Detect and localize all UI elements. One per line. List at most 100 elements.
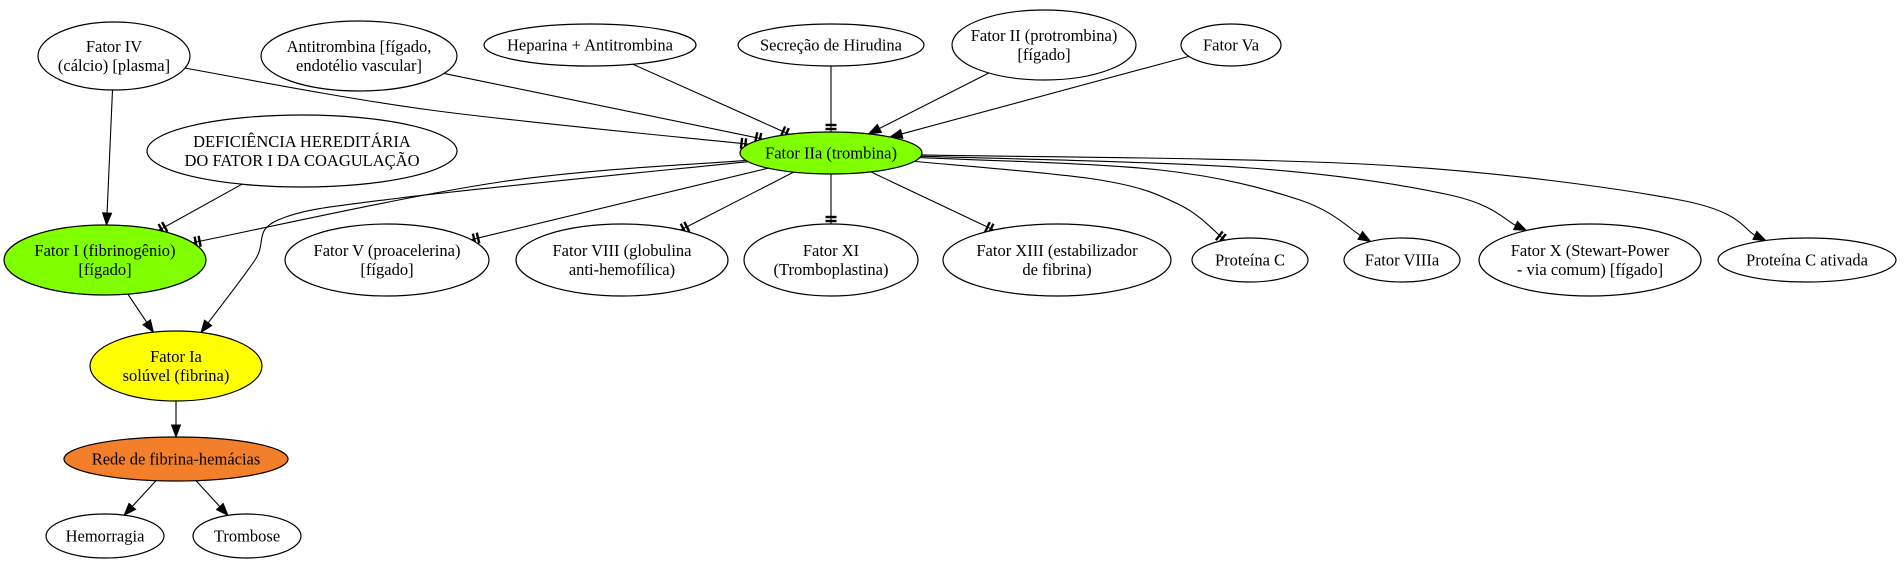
node-label: Fator XIII (estabilizador	[976, 241, 1138, 260]
edge-fatorIIa-to-fatorXI	[825, 174, 837, 224]
edge-fatorIIa-to-fatorXIII	[870, 171, 995, 235]
node-label: Proteína C	[1215, 251, 1285, 270]
node-ellipse	[89, 330, 263, 402]
node-ellipse	[743, 223, 919, 297]
arrowhead-icon	[1357, 230, 1372, 243]
node-label: Fator IV	[86, 37, 142, 56]
edge-hirudina-to-fatorIIa	[825, 66, 837, 132]
arrowhead-icon	[142, 318, 155, 334]
node-label: Fator I (fibrinogênio)	[34, 241, 175, 260]
node-proteinaC: Proteína C	[1191, 237, 1309, 283]
node-ellipse	[942, 223, 1172, 297]
node-ellipse	[951, 9, 1137, 81]
edge-line	[632, 63, 790, 135]
inhibition-tee-icon	[683, 221, 691, 233]
node-label: Heparina + Antitrombina	[507, 36, 674, 55]
arrowhead-icon	[170, 424, 182, 439]
node-fatorI: Fator I (fibrinogênio)[fígado]	[3, 224, 207, 296]
node-label: Fator IIa (trombina)	[765, 144, 897, 163]
edge-rede-to-trombose	[195, 480, 229, 517]
edge-fatorVa-to-fatorIIa	[888, 55, 1190, 139]
node-label: Rede de fibrina-hemácias	[92, 450, 261, 469]
node-label: DO FATOR I DA COAGULAÇÃO	[185, 151, 420, 170]
edge-line	[184, 67, 749, 145]
node-ellipse	[515, 223, 729, 297]
node-ellipse	[483, 23, 697, 67]
node-fatorVa: Fator Va	[1180, 23, 1282, 67]
inhibition-tee-icon	[739, 137, 744, 150]
node-label: Fator Ia	[150, 347, 202, 366]
inhibition-tee-icon	[475, 232, 481, 244]
node-label: Antitrombina [fígado,	[287, 37, 432, 56]
node-ellipse	[1343, 237, 1461, 283]
node-ellipse	[739, 131, 923, 175]
node-fatorIV: Fator IV(cálcio) [plasma]	[37, 21, 191, 91]
node-ellipse	[192, 513, 302, 559]
node-fatorXI: Fator XI(Tromboplastina)	[743, 223, 919, 297]
node-label: (cálcio) [plasma]	[58, 56, 170, 75]
edge-line	[106, 89, 114, 215]
edge-fatorIIa-to-proteinaCativada	[921, 154, 1768, 242]
inhibition-tee-icon	[161, 221, 169, 233]
node-label: Fator II (protrombina)	[971, 26, 1118, 45]
arrowhead-icon	[1752, 230, 1768, 242]
node-ellipse	[3, 224, 207, 296]
edge-fatorIIa-to-fatorX	[920, 155, 1528, 232]
node-label: - via comum) [fígado]	[1517, 260, 1663, 279]
node-ellipse	[37, 21, 191, 91]
node-ellipse	[1478, 223, 1702, 297]
node-ellipse	[737, 23, 925, 67]
arrowhead-icon	[867, 123, 883, 135]
node-label: endotélio vascular]	[296, 56, 422, 75]
edge-fatorI-to-fatorIa	[127, 293, 155, 334]
node-label: [fígado]	[360, 260, 413, 279]
node-label: Secreção de Hirudina	[760, 36, 903, 55]
edge-fatorIV-to-fatorI	[101, 89, 114, 227]
node-ellipse	[1180, 23, 1282, 67]
inhibition-tee-icon	[197, 235, 202, 247]
arrowhead-icon	[215, 502, 229, 517]
edge-line	[921, 154, 1757, 237]
node-label: Hemorragia	[66, 527, 145, 546]
edge-rede-to-hemorragia	[123, 480, 157, 517]
node-label: Fator XI	[803, 241, 859, 260]
node-ellipse	[260, 20, 458, 92]
node-ellipse	[146, 114, 458, 188]
node-ellipse	[1191, 237, 1309, 283]
edge-fatorIIa-to-fatorIa	[200, 161, 749, 334]
node-label: (Tromboplastina)	[774, 260, 889, 279]
arrowhead-icon	[101, 212, 113, 227]
node-hemorragia: Hemorragia	[45, 513, 165, 559]
node-heparina: Heparina + Antitrombina	[483, 23, 697, 67]
node-fatorV: Fator V (proacelerina)[fígado]	[284, 223, 490, 297]
edge-line	[443, 72, 764, 140]
node-label: Fator Va	[1203, 36, 1260, 55]
edge-deficiencia-to-fatorI	[157, 183, 243, 235]
node-trombose: Trombose	[192, 513, 302, 559]
node-rede: Rede de fibrina-hemácias	[63, 436, 289, 482]
node-label: [fígado]	[78, 260, 131, 279]
node-label: DEFICIÊNCIA HEREDITÁRIA	[193, 132, 411, 151]
edge-line	[914, 160, 1226, 241]
edge-fatorIIa-to-fatorVIIIa	[919, 157, 1372, 243]
arrowhead-icon	[123, 502, 137, 517]
inhibition-tee-icon	[1214, 230, 1224, 241]
edge-line	[127, 293, 148, 324]
arrowhead-icon	[1512, 220, 1528, 232]
node-ellipse	[63, 436, 289, 482]
node-fatorVIIIa: Fator VIIIa	[1343, 237, 1461, 283]
node-label: Fator V (proacelerina)	[314, 241, 461, 260]
edge-line	[131, 480, 157, 508]
node-proteinaCativada: Proteína C ativada	[1717, 237, 1897, 283]
edge-line	[158, 183, 243, 231]
edge-line	[920, 155, 1517, 227]
arrowhead-icon	[200, 319, 213, 334]
node-fatorIIa: Fator IIa (trombina)	[739, 131, 923, 175]
edge-antitrombina-to-fatorIIa	[443, 72, 764, 145]
edge-line	[900, 55, 1190, 135]
edge-fatorIIa-to-fatorVIII	[679, 171, 794, 235]
